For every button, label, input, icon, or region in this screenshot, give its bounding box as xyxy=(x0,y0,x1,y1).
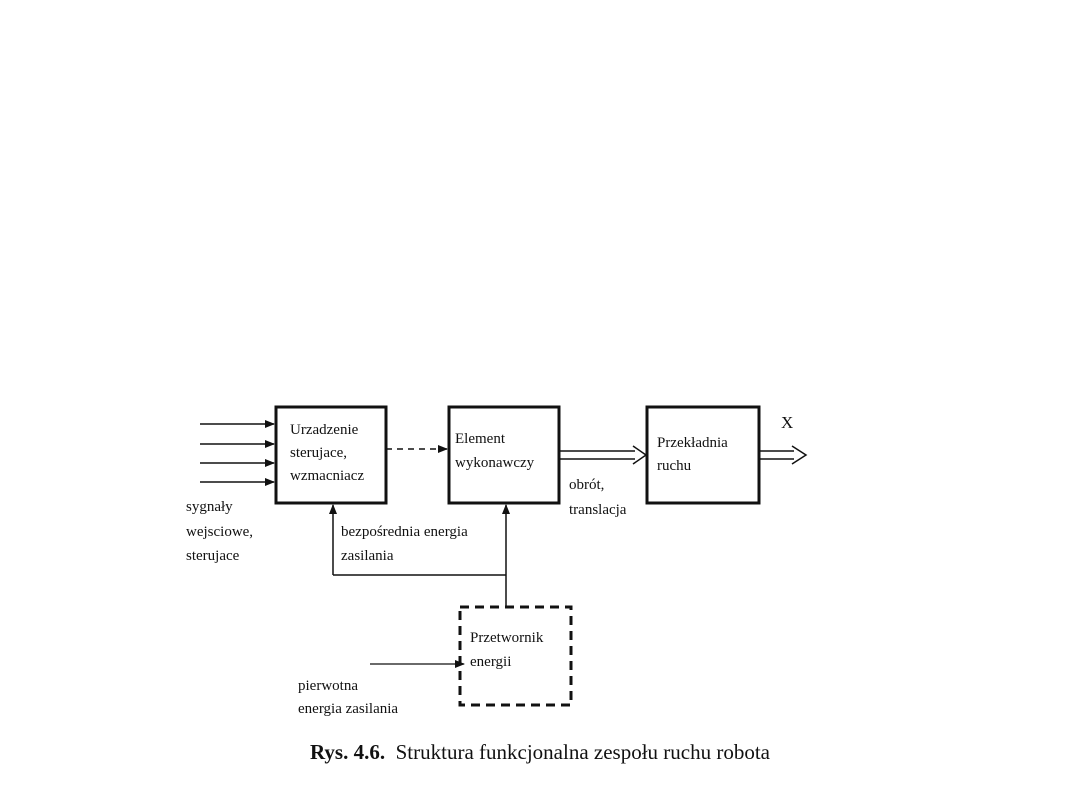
motion-arrow xyxy=(559,445,648,465)
caption-separator: . xyxy=(379,740,386,764)
caption-text: Struktura funkcjonalna zespołu ruchu rob… xyxy=(395,740,770,764)
actuator-block xyxy=(447,405,561,505)
controller-block xyxy=(274,405,388,505)
controller-label: Urzadzenie sterujace, wzmacniacz xyxy=(290,422,364,484)
input-signal-arrows xyxy=(200,420,275,486)
transmission-label: Przekładnia ruchu xyxy=(657,435,732,474)
output-arrow xyxy=(759,445,808,465)
figure-caption: Rys. 4.6. Struktura funkcjonalna zespołu… xyxy=(0,740,1080,765)
transmission-block xyxy=(645,405,761,505)
direct-energy-label: bezpośrednia energia zasilania xyxy=(341,524,472,564)
primary-energy-label: pierwotna energia zasilania xyxy=(298,678,398,717)
output-label: X xyxy=(781,413,793,432)
caption-number: Rys. 4.6 xyxy=(310,740,380,764)
motion-label: obrót, translacja xyxy=(569,477,627,518)
energy-converter-label: Przetwornik energii xyxy=(470,630,547,670)
input-signals-label: sygnały wejsciowe, sterujace xyxy=(186,499,257,564)
energy-supply-lines xyxy=(329,504,510,607)
energy-converter-block xyxy=(458,605,573,707)
actuator-label: Element wykonawczy xyxy=(455,431,535,471)
